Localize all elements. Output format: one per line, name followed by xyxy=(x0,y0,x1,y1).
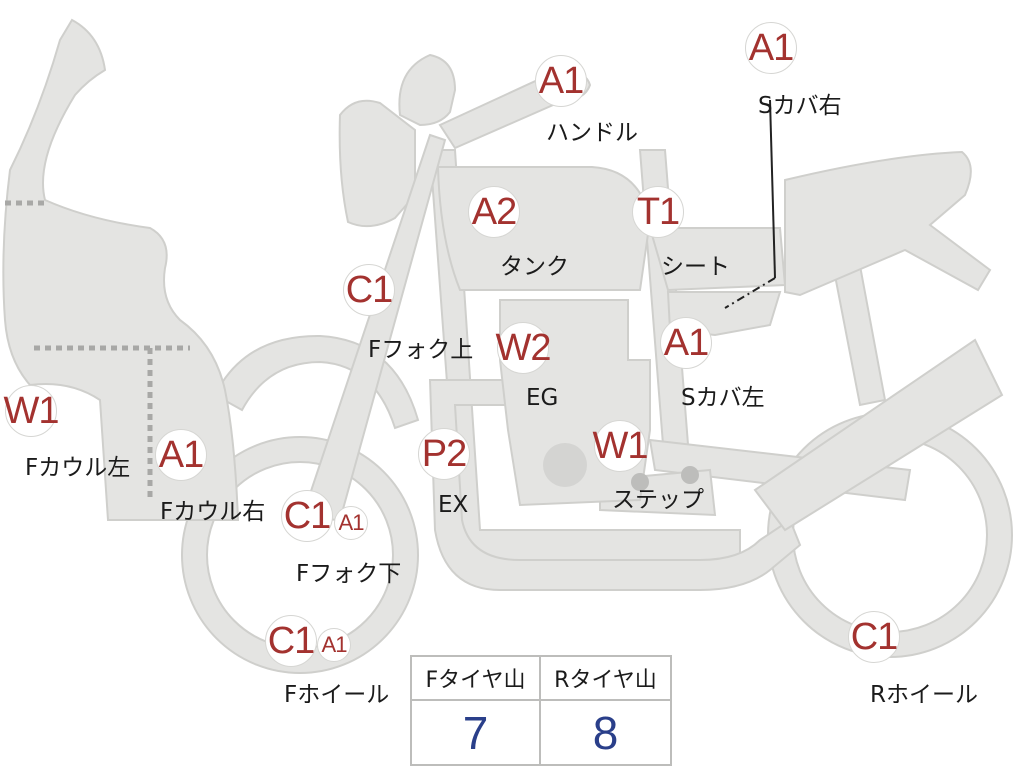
badge-side-cover-right: A1 xyxy=(745,22,797,74)
engine-bolt-2 xyxy=(681,466,699,484)
badge-fork-upper: C1 xyxy=(343,264,395,316)
engine-bolt-1 xyxy=(631,473,649,491)
badge-handle: A1 xyxy=(535,55,587,107)
front-tire-value: 7 xyxy=(412,701,541,764)
tire-tread-table: Fタイヤ山 Rタイヤ山 7 8 xyxy=(410,655,672,766)
front-cowl-shape xyxy=(2,18,240,521)
badge-front-wheel-secondary: A1 xyxy=(317,628,351,662)
label-side-cover-right: Sカバ右 xyxy=(758,93,842,119)
badge-seat: T1 xyxy=(632,186,684,238)
headlight-shape xyxy=(338,99,416,228)
rear-tire-header: Rタイヤ山 xyxy=(541,657,670,701)
label-rear-wheel: Rホイール xyxy=(870,682,978,708)
engine-cover-shape xyxy=(543,443,587,487)
label-tank: タンク xyxy=(500,254,569,280)
badge-front-wheel: C1 xyxy=(265,615,317,667)
rear-tire-value: 8 xyxy=(592,706,619,759)
badge-rear-wheel: C1 xyxy=(848,611,900,663)
badge-cowl-left: W1 xyxy=(4,385,60,437)
label-cowl-right: Fカウル右 xyxy=(160,499,266,525)
label-seat: シート xyxy=(661,254,730,280)
badge-cowl-right: A1 xyxy=(155,429,207,481)
label-step: ステップ xyxy=(612,487,704,513)
badge-exhaust: P2 xyxy=(418,428,470,480)
label-side-cover-left: Sカバ左 xyxy=(681,385,765,411)
label-cowl-left: Fカウル左 xyxy=(25,455,131,481)
exhaust-shape xyxy=(428,379,802,591)
label-engine: EG xyxy=(526,385,559,411)
badge-tank: A2 xyxy=(468,186,520,238)
badge-fork-lower: C1 xyxy=(281,490,333,542)
badge-step: W1 xyxy=(593,420,649,472)
label-exhaust: EX xyxy=(438,492,469,518)
label-handle: ハンドル xyxy=(546,120,638,146)
badge-engine: W2 xyxy=(496,322,552,374)
label-front-wheel: Fホイール xyxy=(284,682,390,708)
badge-fork-lower-secondary: A1 xyxy=(334,506,368,540)
mirror-shape xyxy=(398,53,457,127)
label-fork-lower: Fフォク下 xyxy=(296,561,402,587)
front-tire-header: Fタイヤ山 xyxy=(412,657,541,701)
badge-side-cover-left: A1 xyxy=(660,317,712,369)
tail-cowl-shape xyxy=(784,150,992,297)
label-fork-upper: Fフォク上 xyxy=(368,337,474,363)
rear-fender-shape xyxy=(753,338,1004,532)
